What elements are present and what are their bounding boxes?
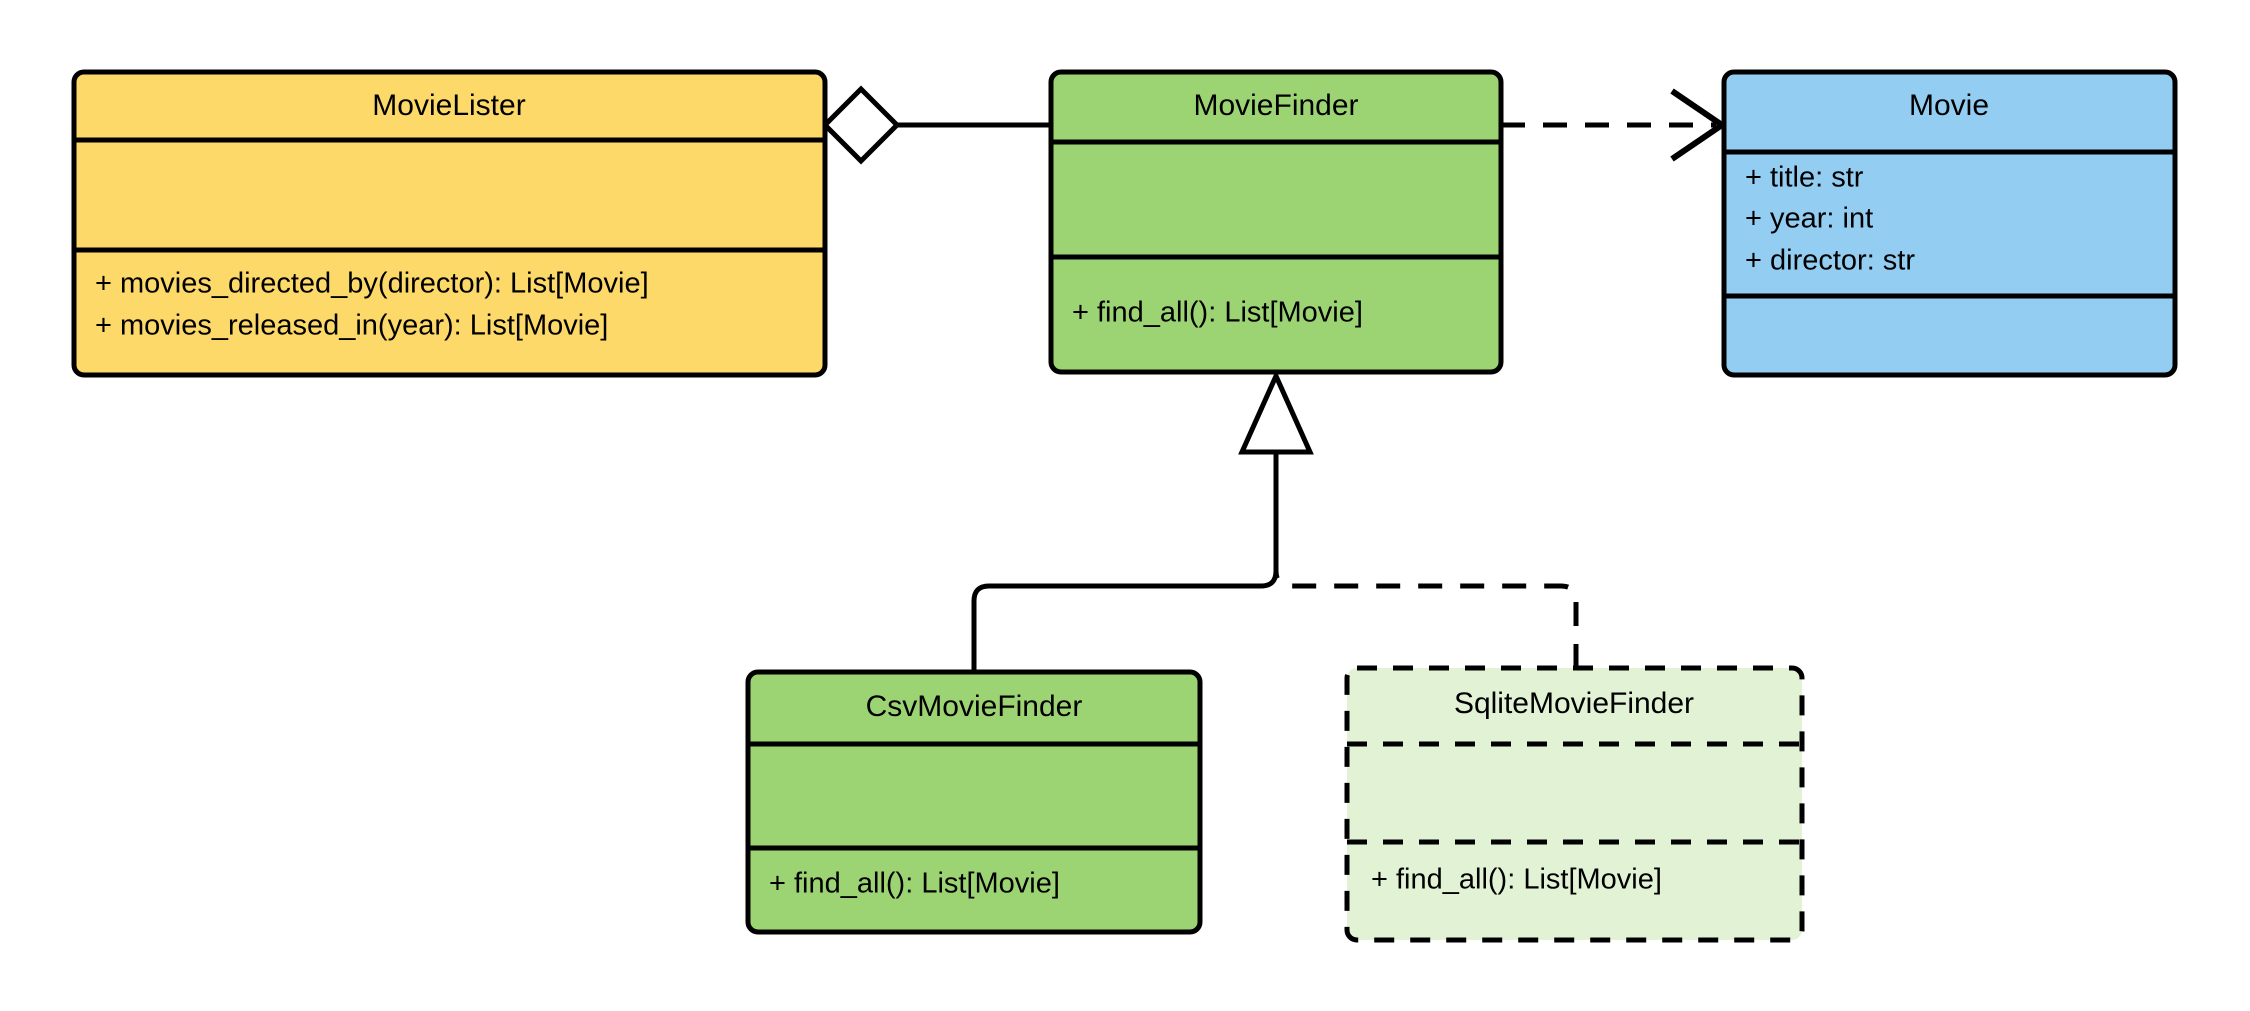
sqlitemoviefinder-body xyxy=(1344,665,1805,943)
sqlitemoviefinder-title: SqliteMovieFinder xyxy=(1454,687,1694,720)
movie-attribute-0: + title: str xyxy=(1745,162,1864,194)
edge-generalization-csv-finder[interactable] xyxy=(971,452,1279,672)
csvmoviefinder-body xyxy=(745,669,1203,935)
movie-title: Movie xyxy=(1909,89,1989,122)
csvmoviefinder-title: CsvMovieFinder xyxy=(866,690,1083,723)
class-box-moviefinder[interactable]: MovieFinder + find_all(): List[Movie] xyxy=(1048,69,1504,375)
class-box-sqlitemoviefinder[interactable]: SqliteMovieFinder + find_all(): List[Mov… xyxy=(1344,665,1805,943)
movie-body xyxy=(1721,69,2178,378)
moviefinder-body xyxy=(1048,69,1504,375)
class-box-csvmoviefinder[interactable]: CsvMovieFinder + find_all(): List[Movie] xyxy=(745,669,1203,935)
edge-realization-sqlite-finder[interactable] xyxy=(1273,452,1579,668)
moviefinder-title: MovieFinder xyxy=(1193,89,1358,122)
moviefinder-method-0: + find_all(): List[Movie] xyxy=(1072,297,1363,329)
edge-dependency-finder-movie[interactable] xyxy=(1501,88,1728,162)
class-box-movielister[interactable]: MovieLister + movies_directed_by(directo… xyxy=(71,69,828,378)
movielister-method-1: + movies_released_in(year): List[Movie] xyxy=(95,310,608,342)
csvmoviefinder-method-0: + find_all(): List[Movie] xyxy=(769,868,1060,900)
movielister-title: MovieLister xyxy=(372,89,525,122)
class-box-movie[interactable]: Movie + title: str + year: int + directo… xyxy=(1721,69,2178,378)
movielister-body xyxy=(71,69,828,378)
sqlitemoviefinder-method-0: + find_all(): List[Movie] xyxy=(1371,864,1662,896)
edge-aggregation-lister-finder[interactable] xyxy=(821,85,1051,165)
generalization-line xyxy=(971,452,1279,672)
movielister-method-0: + movies_directed_by(director): List[Mov… xyxy=(95,268,649,300)
movie-attribute-1: + year: int xyxy=(1745,203,1873,235)
hollow-diamond-icon xyxy=(821,85,901,165)
hollow-triangle-icon xyxy=(1238,369,1314,455)
movie-attribute-2: + director: str xyxy=(1745,245,1915,277)
realization-line xyxy=(1273,452,1579,668)
